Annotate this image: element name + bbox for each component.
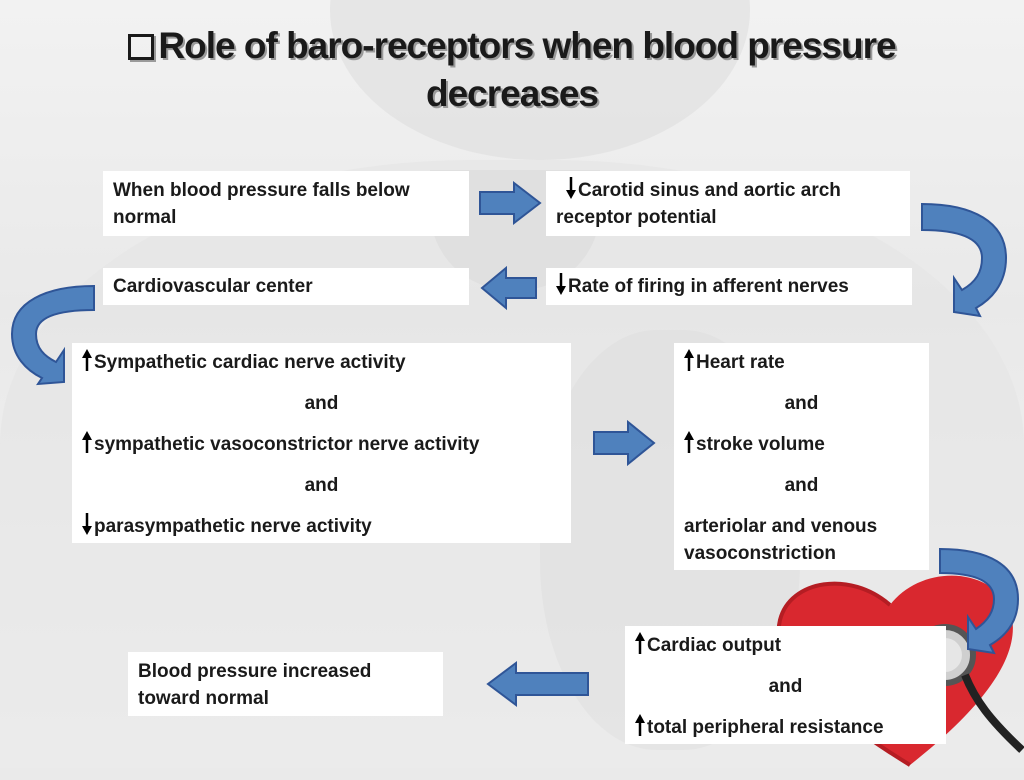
heart-line-1: Heart rate (696, 352, 785, 373)
heart-and-2: and (784, 475, 819, 496)
output-line-2: total peripheral resistance (647, 717, 884, 738)
nerve-line-2: sympathetic vasoconstrictor nerve activi… (94, 434, 480, 455)
title-line-1: Role of baro-receptors when blood pressu… (158, 25, 896, 66)
arrow-left-icon (480, 265, 537, 311)
nerve-line-3: parasympathetic nerve activity (94, 516, 372, 537)
up-arrow-icon (684, 431, 694, 453)
down-arrow-icon (82, 513, 92, 535)
arrow-right-icon (479, 181, 542, 225)
down-arrow-icon (556, 273, 566, 295)
curved-arrow-down-icon (921, 202, 1008, 318)
output-and-1: and (768, 676, 803, 697)
page-title: Role of baro-receptors when blood pressu… (40, 22, 984, 118)
step-receptor-text: Carotid sinus and aortic arch receptor p… (556, 180, 841, 228)
step-result-text: Blood pressure increased toward normal (138, 661, 372, 709)
up-arrow-icon (635, 714, 645, 736)
step-firing-text: Rate of firing in afferent nerves (568, 276, 849, 297)
curved-arrow-down-left-icon (10, 284, 95, 386)
step-result-box: Blood pressure increased toward normal (128, 652, 443, 716)
step-bp-falls-text: When blood pressure falls below normal (113, 180, 410, 228)
down-arrow-icon (566, 177, 576, 199)
arrow-left-icon (486, 661, 589, 707)
up-arrow-icon (82, 431, 92, 453)
up-arrow-icon (635, 632, 645, 654)
step-cv-center-text: Cardiovascular center (113, 276, 313, 297)
arrow-right-icon (593, 420, 656, 466)
up-arrow-icon (82, 349, 92, 371)
heart-line-3: arteriolar and venous vasoconstriction (684, 516, 878, 564)
nerve-line-1: Sympathetic cardiac nerve activity (94, 352, 406, 373)
up-arrow-icon (684, 349, 694, 371)
step-bp-falls-box: When blood pressure falls below normal (103, 171, 469, 236)
output-line-1: Cardiac output (647, 635, 782, 656)
step-firing-box: Rate of firing in afferent nerves (546, 268, 912, 305)
step-cv-center-box: Cardiovascular center (103, 268, 469, 305)
heart-line-2: stroke volume (696, 434, 825, 455)
step-nerve-activity-box: Sympathetic cardiac nerve activity and s… (72, 343, 571, 543)
title-line-2: decreases (425, 73, 599, 114)
nerve-and-2: and (304, 475, 339, 496)
step-heart-box: Heart rate and stroke volume and arterio… (674, 343, 929, 570)
curved-arrow-down-icon (939, 547, 1020, 655)
heart-and-1: and (784, 393, 819, 414)
nerve-and-1: and (304, 393, 339, 414)
step-receptor-box: Carotid sinus and aortic arch receptor p… (546, 171, 910, 236)
step-output-box: Cardiac output and total peripheral resi… (625, 626, 946, 744)
checkbox-bullet-icon (128, 34, 155, 60)
